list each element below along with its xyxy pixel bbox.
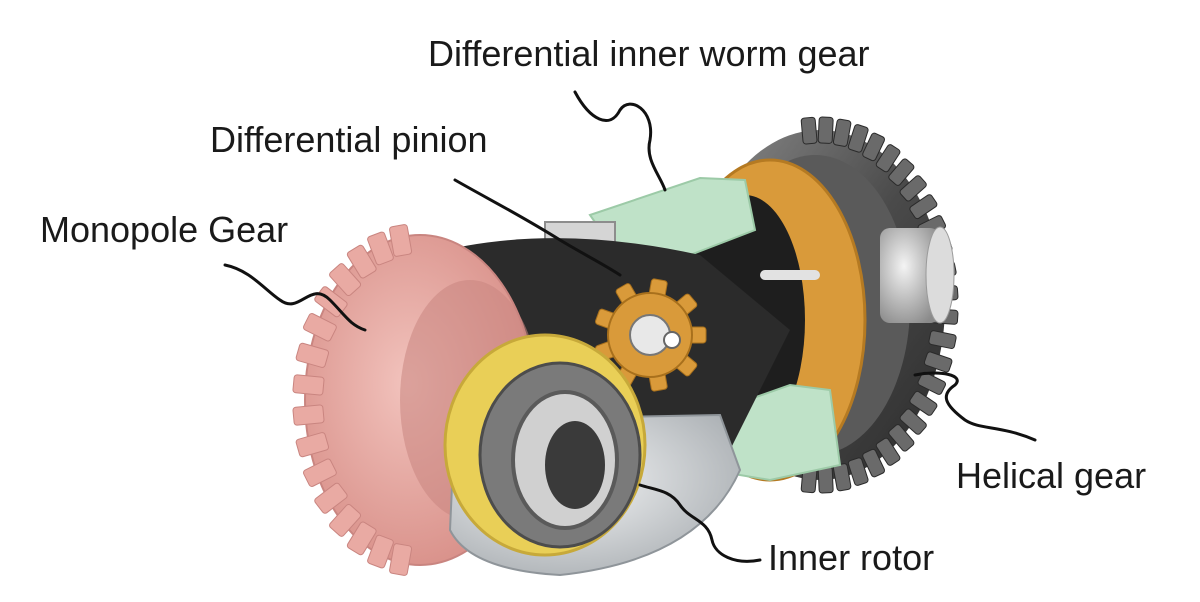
gear-tooth <box>329 503 362 537</box>
gear-tooth <box>329 263 362 297</box>
gear-tooth <box>314 482 348 514</box>
gear-tooth <box>389 543 413 576</box>
label-worm-gear: Differential inner worm gear <box>428 33 870 74</box>
gear-tooth <box>817 466 834 494</box>
gear-tooth <box>847 124 869 153</box>
gear-tooth <box>923 351 953 373</box>
gear-tooth <box>302 458 337 487</box>
gear-tooth <box>899 408 927 435</box>
shaft-shape <box>880 226 955 324</box>
gear-tooth <box>346 244 377 279</box>
label-monopole-gear: Monopole Gear <box>40 209 289 250</box>
gear-tooth <box>909 390 938 416</box>
gear-tooth <box>875 437 901 466</box>
leader-pinion <box>453 178 622 277</box>
gear-tooth <box>367 534 394 569</box>
gear-tooth <box>295 432 330 458</box>
gear-tooth <box>909 194 938 220</box>
gear-tooth <box>800 116 818 145</box>
gear-tooth <box>832 118 852 147</box>
gear-tooth <box>817 116 834 144</box>
gear-tooth <box>389 224 413 257</box>
gear-tooth <box>346 521 377 556</box>
gear-tooth <box>862 448 886 478</box>
pinion-shape <box>594 278 707 392</box>
gear-tooth <box>367 231 394 266</box>
gear-tooth <box>875 144 901 173</box>
gear-tooth <box>302 313 337 342</box>
leader-inner-rotor <box>638 483 762 563</box>
label-inner-rotor: Inner rotor <box>768 537 935 578</box>
gear-tooth <box>292 374 325 396</box>
leader-helical <box>913 371 1037 442</box>
gear-tooth <box>295 342 330 368</box>
gear-tooth <box>847 457 869 486</box>
label-helical-gear: Helical gear <box>956 455 1147 496</box>
leader-monopole <box>223 263 367 332</box>
inner-rotor-shape <box>443 333 742 577</box>
gear-tooth <box>888 158 915 186</box>
gear-tooth <box>862 132 886 162</box>
gear-tooth <box>928 330 957 349</box>
leader-lines <box>223 90 1037 563</box>
gear-tooth <box>899 175 927 202</box>
gear-tooth <box>917 371 947 395</box>
leader-worm-gear <box>573 90 667 192</box>
gear-tooth <box>292 404 325 426</box>
gear-tooth <box>888 424 915 452</box>
label-differential-pinion: Differential pinion <box>210 119 488 160</box>
